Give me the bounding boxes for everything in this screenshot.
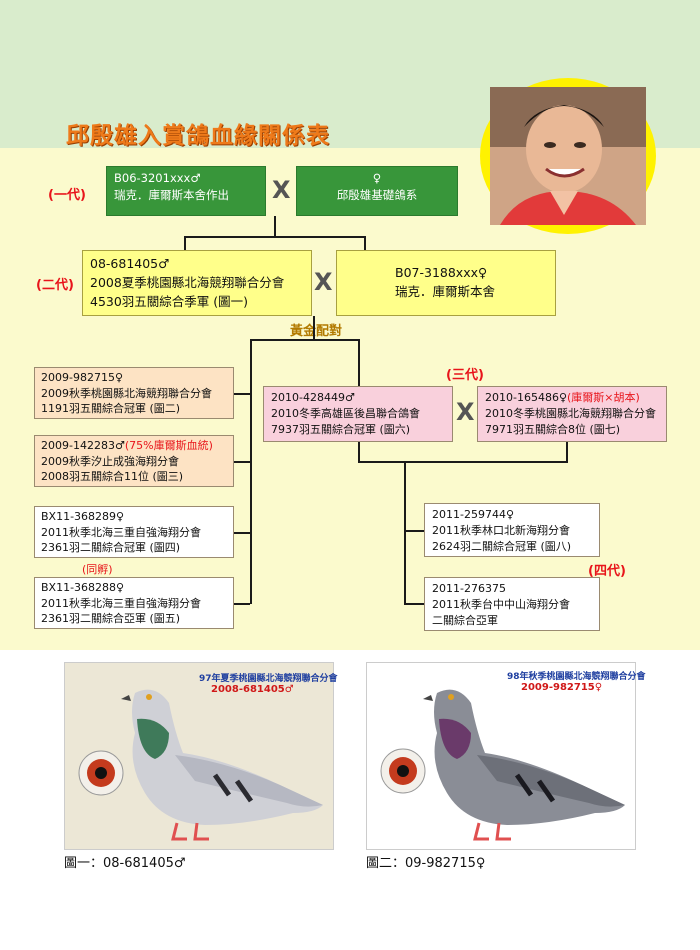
gen3-dam-result: 7971羽五關綜合8位 (圖七) (485, 423, 621, 436)
child-box-3: BX11-368289♀ 2011秋季北海三重自強海翔分會 2361羽二關綜合冠… (34, 506, 234, 558)
child-1-result: 1191羽五關綜合冠軍 (圖二) (41, 402, 181, 415)
connector (358, 339, 360, 386)
gen3-dam-id: 2010-165486♀ (485, 391, 568, 404)
connector (234, 532, 250, 534)
gen1-dam-desc: 邱殷雄基礎鴿系 (336, 188, 418, 202)
child-box-1: 2009-982715♀ 2009秋季桃園縣北海競翔聯合分會 1191羽五關綜合… (34, 367, 234, 419)
pigeon-illustration-2 (380, 689, 625, 841)
gen3-sire-id: 2010-428449♂ (271, 391, 355, 404)
connector (184, 236, 366, 238)
connector (184, 236, 186, 250)
gen1-sire-desc: 瑞克．庫爾斯本舍作出 (114, 188, 229, 202)
gen4-2-race: 2011秋季台中中山海翔分會 (432, 598, 570, 611)
card-2-caption: 圖二：09-982715♀ (366, 856, 486, 871)
gen-label-4: (四代) (588, 564, 626, 579)
connector (234, 461, 250, 463)
card-1-header: 97年夏季桃園縣北海競翔聯合分會 (199, 674, 338, 684)
child-2-note: (75%庫爾斯血統) (124, 439, 213, 452)
gen4-1-id: 2011-259744♀ (432, 508, 515, 521)
child-box-4: BX11-368288♀ 2011秋季北海三重自強海翔分會 2361羽二關綜合亞… (34, 577, 234, 629)
page-title: 邱殷雄入賞鴿血緣關係表 (66, 123, 330, 149)
gen1-dam-id: ♀ (372, 171, 382, 185)
gen4-1-race: 2011秋季林口北新海翔分會 (432, 524, 570, 537)
gen3-sire-race: 2010冬季高雄區後昌聯合鴿會 (271, 407, 420, 420)
connector (358, 442, 360, 462)
child-2-id: 2009-142283♂ (41, 439, 125, 452)
gen4-box-1: 2011-259744♀ 2011秋季林口北新海翔分會 2624羽二關綜合冠軍 … (424, 503, 600, 557)
child-4-id: BX11-368288♀ (41, 581, 125, 594)
gen1-sire-box: B06-3201xxx♂ 瑞克．庫爾斯本舍作出 (106, 166, 266, 216)
connector (274, 216, 276, 236)
gen1-dam-box: ♀ 邱殷雄基礎鴿系 (296, 166, 458, 216)
gen4-2-id: 2011-276375 (432, 582, 506, 595)
gen4-box-2: 2011-276375 2011秋季台中中山海翔分會 二關綜合亞軍 (424, 577, 600, 631)
child-1-id: 2009-982715♀ (41, 371, 124, 384)
child-3-id: BX11-368289♀ (41, 510, 125, 523)
portrait-photo (490, 87, 646, 225)
pigeon-card-2: 98年秋季桃園縣北海競翔聯合分會 2009-982715♀ (366, 662, 646, 850)
connector (364, 236, 366, 250)
pigeon-illustration-1 (78, 689, 323, 841)
connector (404, 461, 406, 604)
golden-pair-label: 黃金配對 (290, 324, 343, 339)
child-3-result: 2361羽二關綜合冠軍 (圖四) (41, 541, 181, 554)
gen-label-3: (三代) (446, 368, 484, 383)
gen3-dam-race: 2010冬季桃園縣北海競翔聯合分會 (485, 407, 656, 420)
gen2-sire-id: 08-681405♂ (90, 256, 170, 271)
card-1-ring: 2008-681405♂ (211, 684, 294, 695)
connector (313, 316, 315, 339)
connector (566, 442, 568, 462)
child-box-2: 2009-142283♂(75%庫爾斯血統) 2009秋季汐止成強海翔分會 20… (34, 435, 234, 487)
connector (404, 603, 424, 605)
gen1-sire-id: B06-3201xxx♂ (114, 171, 201, 185)
connector (234, 603, 250, 605)
gen4-2-result: 二關綜合亞軍 (432, 614, 498, 627)
gen-label-1: (一代) (48, 188, 86, 203)
card-1-caption: 圖一：08-681405♂ (64, 856, 186, 871)
child-4-result: 2361羽二關綜合亞軍 (圖五) (41, 612, 181, 625)
gen4-1-result: 2624羽二關綜合冠軍 (圖八) (432, 540, 572, 553)
cross-mark-2: X (314, 268, 333, 296)
child-2-race: 2009秋季汐止成強海翔分會 (41, 454, 179, 468)
gen3-dam-note: (庫爾斯×胡本) (567, 391, 640, 404)
card-2-header: 98年秋季桃園縣北海競翔聯合分會 (507, 672, 646, 682)
gen2-sire-box: 08-681405♂ 2008夏季桃園縣北海競翔聯合分會 4530羽五關綜合季軍… (82, 250, 312, 316)
connector (358, 461, 568, 463)
connector (404, 530, 424, 532)
gen3-dam-box: 2010-165486♀(庫爾斯×胡本) 2010冬季桃園縣北海競翔聯合分會 7… (477, 386, 667, 442)
connector (234, 393, 250, 395)
gen3-sire-result: 7937羽五關綜合冠軍 (圖六) (271, 423, 411, 436)
card-2-ring: 2009-982715♀ (521, 682, 603, 693)
child-2-result: 2008羽五關綜合11位 (圖三) (41, 470, 184, 483)
connector (250, 339, 252, 604)
child-3-race: 2011秋季北海三重自強海翔分會 (41, 525, 201, 539)
gen2-dam-desc: 瑞克．庫爾斯本舍 (395, 284, 496, 299)
gen2-sire-result: 4530羽五關綜合季軍 (圖一) (90, 294, 249, 309)
connector (250, 339, 360, 341)
cross-mark-3: X (456, 398, 475, 426)
child-1-race: 2009秋季桃園縣北海競翔聯合分會 (41, 386, 212, 400)
gen-label-2: (二代) (36, 278, 74, 293)
pigeon-card-1: 97年夏季桃園縣北海競翔聯合分會 2008-681405♂ (64, 662, 338, 850)
gen3-sire-box: 2010-428449♂ 2010冬季高雄區後昌聯合鴿會 7937羽五關綜合冠軍… (263, 386, 453, 442)
gen2-dam-id: B07-3188xxx♀ (395, 265, 488, 280)
child-4-race: 2011秋季北海三重自強海翔分會 (41, 596, 201, 610)
gen2-dam-box: B07-3188xxx♀ 瑞克．庫爾斯本舍 (336, 250, 556, 316)
cross-mark-1: X (272, 176, 291, 204)
twin-note: (同孵) (82, 563, 113, 576)
gen2-sire-race: 2008夏季桃園縣北海競翔聯合分會 (90, 275, 285, 290)
